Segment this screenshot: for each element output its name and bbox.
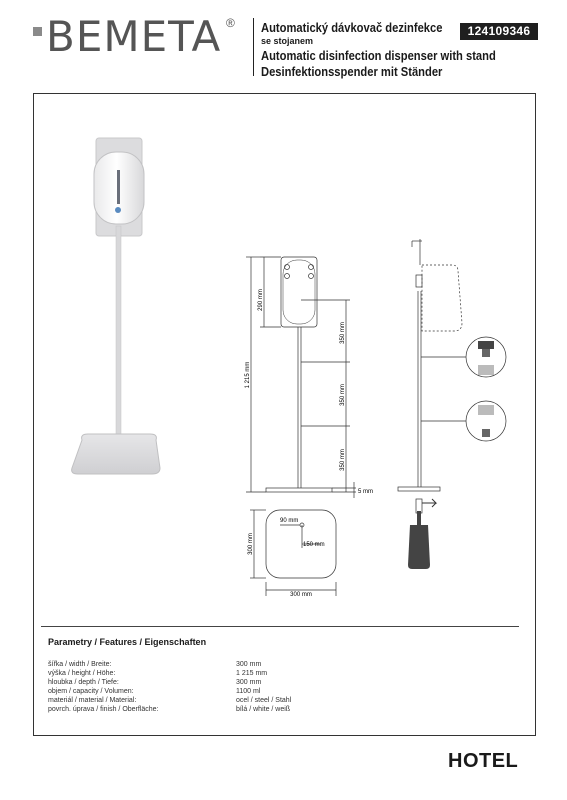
header-separator (253, 18, 254, 76)
level-window (117, 170, 120, 204)
title-czech: Automatický dávkovač dezinfekce (261, 20, 443, 35)
param-capacity-value: 1100 ml (236, 688, 261, 695)
product-code-badge: 124109346 (460, 23, 538, 40)
dim-350-mid-label: 350 mm (340, 384, 346, 406)
front-base (265, 487, 333, 493)
connector-upper (478, 341, 494, 349)
rotate-arrow-icon (422, 498, 438, 508)
param-depth-label: hloubka / depth / Tiefe: (48, 679, 119, 686)
dim-290-label: 290 mm (258, 289, 264, 311)
param-width-label: šířka / width / Breite: (48, 661, 112, 668)
title-german: Desinfektionsspender mit Ständer (261, 64, 443, 79)
dim-1215-label: 1 215 mm (245, 362, 251, 389)
params-divider (41, 626, 519, 627)
param-width-value: 300 mm (236, 661, 262, 668)
param-finish-label: povrch. úprava / finish / Oberfläche: (48, 706, 159, 713)
front-view-drawing: 290 mm 1 215 mm 350 mm 350 mm 350 mm 5 m… (245, 256, 373, 498)
title-english: Automatic disinfection dispenser with st… (261, 48, 496, 63)
param-capacity-label: objem / capacity / Volumen: (48, 688, 134, 695)
product-photo (71, 137, 161, 475)
param-height-value: 1 215 mm (236, 670, 268, 677)
sensor-icon (115, 207, 121, 213)
registered-mark: ® (226, 16, 235, 30)
dim-300-side-label: 300 mm (248, 533, 254, 555)
param-material-label: materiál / material / Material: (48, 697, 137, 704)
stand-base (71, 433, 161, 475)
base-top-view-drawing: 90 mm 150 mm 300 mm 300 mm (248, 509, 337, 598)
content-frame (33, 93, 536, 736)
connector-lower (478, 405, 494, 415)
dim-150-label: 150 mm (303, 542, 325, 548)
param-material-value: ocel / steel / Stahl (236, 697, 292, 704)
dim-90-label: 90 mm (280, 518, 298, 524)
param-finish-value: bílá / white / weiß (236, 706, 291, 713)
param-height-label: výška / height / Höhe: (48, 670, 116, 677)
dim-350-bottom-label: 350 mm (340, 449, 346, 471)
stand-pole (115, 225, 122, 439)
params-title: Parametry / Features / Eigenschaften (48, 637, 207, 647)
dim-350-top-label: 350 mm (340, 322, 346, 344)
param-depth-value: 300 mm (236, 679, 262, 686)
title-czech-subtitle: se stojanem (261, 36, 314, 46)
screwdriver-icon (408, 525, 430, 569)
dim-5-label: 5 mm (358, 489, 373, 495)
logo-square-mark (33, 27, 42, 36)
dim-300-bottom-label: 300 mm (290, 592, 312, 598)
front-dispenser-outline (280, 256, 318, 328)
side-view-drawing (397, 239, 507, 569)
category-label: HOTEL (448, 750, 519, 772)
brand-logo: BEMETA (46, 12, 222, 61)
base-outline (265, 509, 337, 579)
